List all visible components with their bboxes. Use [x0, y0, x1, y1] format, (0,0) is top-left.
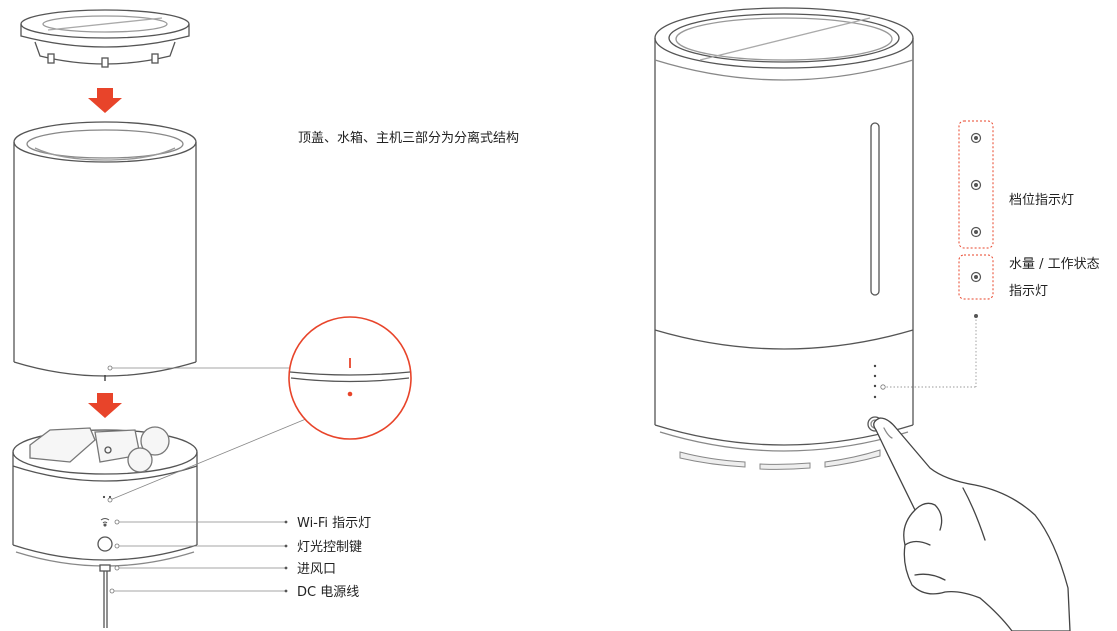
leader-dot — [974, 314, 978, 318]
down-arrow-icon — [88, 393, 122, 418]
water-status-label-line2: 指示灯 — [1009, 284, 1048, 299]
indicator-dots — [102, 495, 112, 499]
front-indicator-dots — [873, 364, 877, 399]
dc-cable-label: DC 电源线 — [297, 585, 359, 600]
wifi-indicator-label: Wi-Fi 指示灯 — [297, 516, 371, 531]
callout-markers — [284, 520, 288, 593]
main-base — [12, 426, 198, 628]
light-control-key-label: 灯光控制键 — [297, 540, 362, 555]
down-arrow-icon — [88, 88, 122, 113]
water-status-indicator-box — [958, 254, 994, 300]
dotted-leader-right — [883, 316, 977, 388]
zoom-detail-circle — [288, 316, 412, 440]
top-lid — [20, 9, 190, 68]
humidifier-assembled — [654, 7, 914, 452]
leader-endpoint — [880, 384, 886, 390]
water-status-label-line1: 水量 / 工作状态 — [1009, 257, 1100, 272]
hand-pressing-button — [873, 417, 1071, 631]
base-vents — [679, 449, 881, 470]
leader-lines-left — [109, 367, 319, 592]
gear-indicator-box — [958, 120, 994, 249]
structure-note: 顶盖、水箱、主机三部分为分离式结构 — [298, 130, 519, 146]
water-tank — [13, 121, 197, 381]
gear-indicator-label: 档位指示灯 — [1009, 193, 1074, 208]
air-inlet-label: 进风口 — [297, 562, 336, 577]
